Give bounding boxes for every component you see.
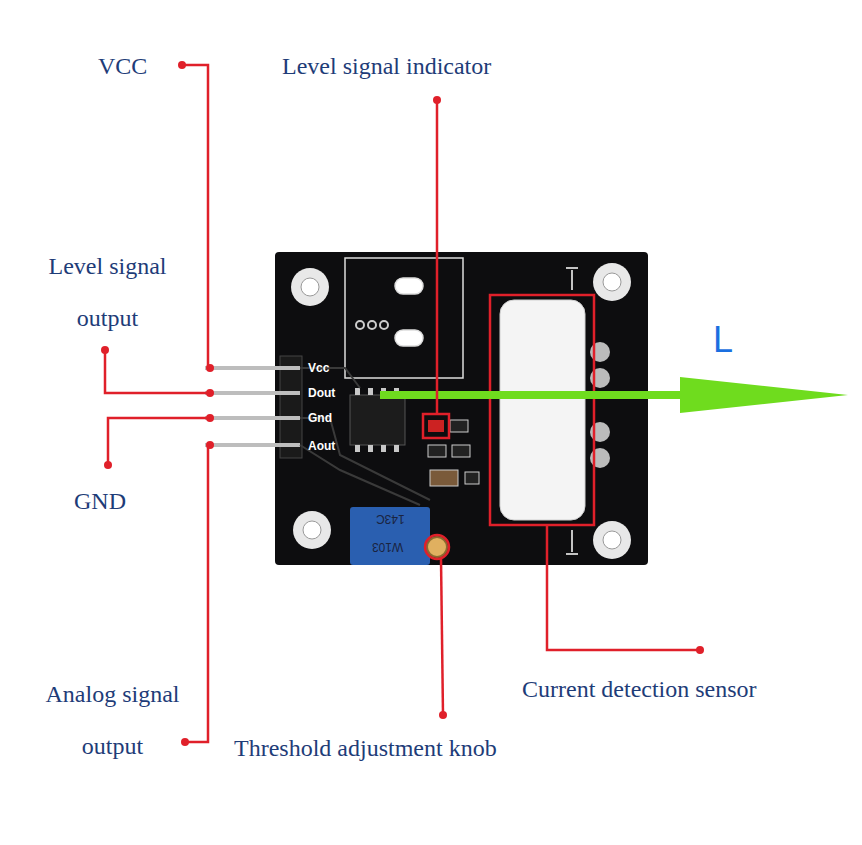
- pin-name: Dout: [308, 386, 335, 400]
- pin-callout: Level signal output: [20, 240, 195, 344]
- current-sensor: [500, 300, 585, 520]
- pcb-traces: [300, 368, 430, 505]
- pin-callout: VCC: [98, 40, 147, 92]
- sensor-highlight: [490, 295, 594, 525]
- leader-lines: [105, 65, 700, 742]
- current-direction-label: L: [713, 320, 733, 360]
- ic-chip: [350, 395, 405, 445]
- header-pins: [205, 368, 300, 445]
- potentiometer: [350, 507, 430, 565]
- knob: [427, 537, 447, 557]
- part-marking: 143C: [376, 512, 405, 526]
- sensor-brackets: [566, 268, 578, 554]
- pin-name: Gnd: [308, 411, 332, 425]
- leader-dots: [101, 61, 704, 746]
- pcb-board: [275, 252, 648, 565]
- pin-callout: Analog signal output: [15, 668, 210, 772]
- pin-name: Vcc: [308, 361, 329, 375]
- pin-name: Aout: [308, 439, 335, 453]
- smd-parts: [428, 420, 479, 486]
- led-highlight: [423, 414, 449, 438]
- silkscreen-outline: [345, 258, 463, 378]
- part-marking: W103: [372, 540, 403, 554]
- current-arrow: [380, 377, 848, 413]
- sensor-callout: Current detection sensor: [522, 663, 757, 715]
- mounting-holes: [291, 263, 631, 559]
- pin-header: [280, 356, 302, 458]
- pin-callout: GND: [74, 475, 126, 527]
- knob-callout: Threshold adjustment knob: [234, 722, 497, 774]
- knob-highlight: [425, 535, 449, 559]
- indicator-callout: Level signal indicator: [282, 40, 491, 92]
- via-holes: [356, 321, 388, 329]
